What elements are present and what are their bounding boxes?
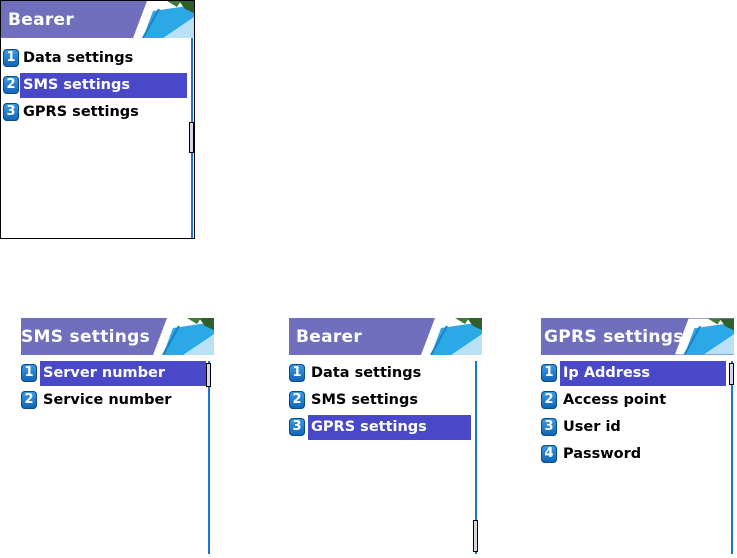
phone-screen-bearer-1: Bearer 1 Data settings 2 SMS settings 3 … — [0, 0, 195, 239]
tropical-wallpaper-icon — [421, 318, 482, 355]
tropical-wallpaper-icon — [153, 318, 214, 355]
menu-item-label: Service number — [40, 388, 171, 413]
menu-item-label: User id — [560, 415, 621, 440]
menu-list: 1 Server number 2 Service number — [21, 361, 207, 415]
menu-item-label: Server number — [40, 361, 206, 386]
title-bar: GPRS settings — [541, 318, 734, 355]
tropical-wallpaper-icon — [675, 318, 734, 355]
menu-item-label: GPRS settings — [20, 100, 139, 125]
title-bar: Bearer — [1, 1, 194, 38]
number-badge-icon: 1 — [21, 364, 37, 382]
menu-item-gprs-settings[interactable]: 3 GPRS settings — [289, 415, 475, 440]
number-badge-icon: 2 — [21, 391, 37, 409]
scrollbar-thumb-icon[interactable] — [729, 363, 734, 385]
screen-title: Bearer — [296, 327, 362, 347]
scrollbar-thumb-icon[interactable] — [189, 122, 194, 153]
tropical-wallpaper-icon — [133, 1, 194, 38]
scrollbar-thumb-icon[interactable] — [206, 363, 211, 387]
menu-item-gprs-settings[interactable]: 3 GPRS settings — [1, 100, 189, 125]
number-badge-icon: 2 — [289, 391, 305, 409]
menu-item-sms-settings[interactable]: 2 SMS settings — [1, 73, 189, 98]
menu-item-ip-address[interactable]: 1 Ip Address — [541, 361, 727, 386]
menu-list: 1 Data settings 2 SMS settings 3 GPRS se… — [289, 361, 475, 442]
screen-title: GPRS settings — [544, 327, 684, 347]
menu-item-label: Data settings — [308, 361, 421, 386]
menu-item-user-id[interactable]: 3 User id — [541, 415, 727, 440]
menu-item-data-settings[interactable]: 1 Data settings — [289, 361, 475, 386]
menu-item-access-point[interactable]: 2 Access point — [541, 388, 727, 413]
number-badge-icon: 3 — [541, 418, 557, 436]
phone-screen-sms-settings: SMS settings 1 Server number 2 Service n… — [21, 318, 214, 554]
screen-title: SMS settings — [21, 327, 150, 347]
number-badge-icon: 2 — [3, 76, 19, 94]
menu-list: 1 Ip Address 2 Access point 3 User id 4 … — [541, 361, 727, 469]
number-badge-icon: 3 — [3, 103, 19, 121]
screen-title: Bearer — [8, 10, 74, 30]
title-bar: SMS settings — [21, 318, 214, 355]
number-badge-icon: 2 — [541, 391, 557, 409]
menu-item-data-settings[interactable]: 1 Data settings — [1, 46, 189, 71]
menu-item-label: SMS settings — [308, 388, 418, 413]
number-badge-icon: 4 — [541, 445, 557, 463]
scrollbar-thumb-icon[interactable] — [473, 520, 478, 552]
number-badge-icon: 1 — [541, 364, 557, 382]
scrollbar-track[interactable] — [208, 361, 210, 554]
menu-list: 1 Data settings 2 SMS settings 3 GPRS se… — [1, 46, 189, 127]
number-badge-icon: 3 — [289, 418, 305, 436]
menu-item-label: Access point — [560, 388, 666, 413]
phone-screen-gprs-settings: GPRS settings 1 Ip Address 2 Access poin… — [541, 318, 734, 554]
menu-item-label: Data settings — [20, 46, 133, 71]
menu-item-label: GPRS settings — [308, 415, 471, 440]
number-badge-icon: 1 — [3, 49, 19, 67]
title-bar: Bearer — [289, 318, 482, 355]
menu-item-label: Ip Address — [560, 361, 726, 386]
number-badge-icon: 1 — [289, 364, 305, 382]
scrollbar-track[interactable] — [731, 361, 733, 554]
menu-item-server-number[interactable]: 1 Server number — [21, 361, 207, 386]
menu-item-label: Password — [560, 442, 641, 467]
menu-item-label: SMS settings — [20, 73, 187, 98]
menu-item-service-number[interactable]: 2 Service number — [21, 388, 207, 413]
menu-item-password[interactable]: 4 Password — [541, 442, 727, 467]
phone-screen-bearer-2: Bearer 1 Data settings 2 SMS settings 3 … — [289, 318, 482, 554]
menu-item-sms-settings[interactable]: 2 SMS settings — [289, 388, 475, 413]
